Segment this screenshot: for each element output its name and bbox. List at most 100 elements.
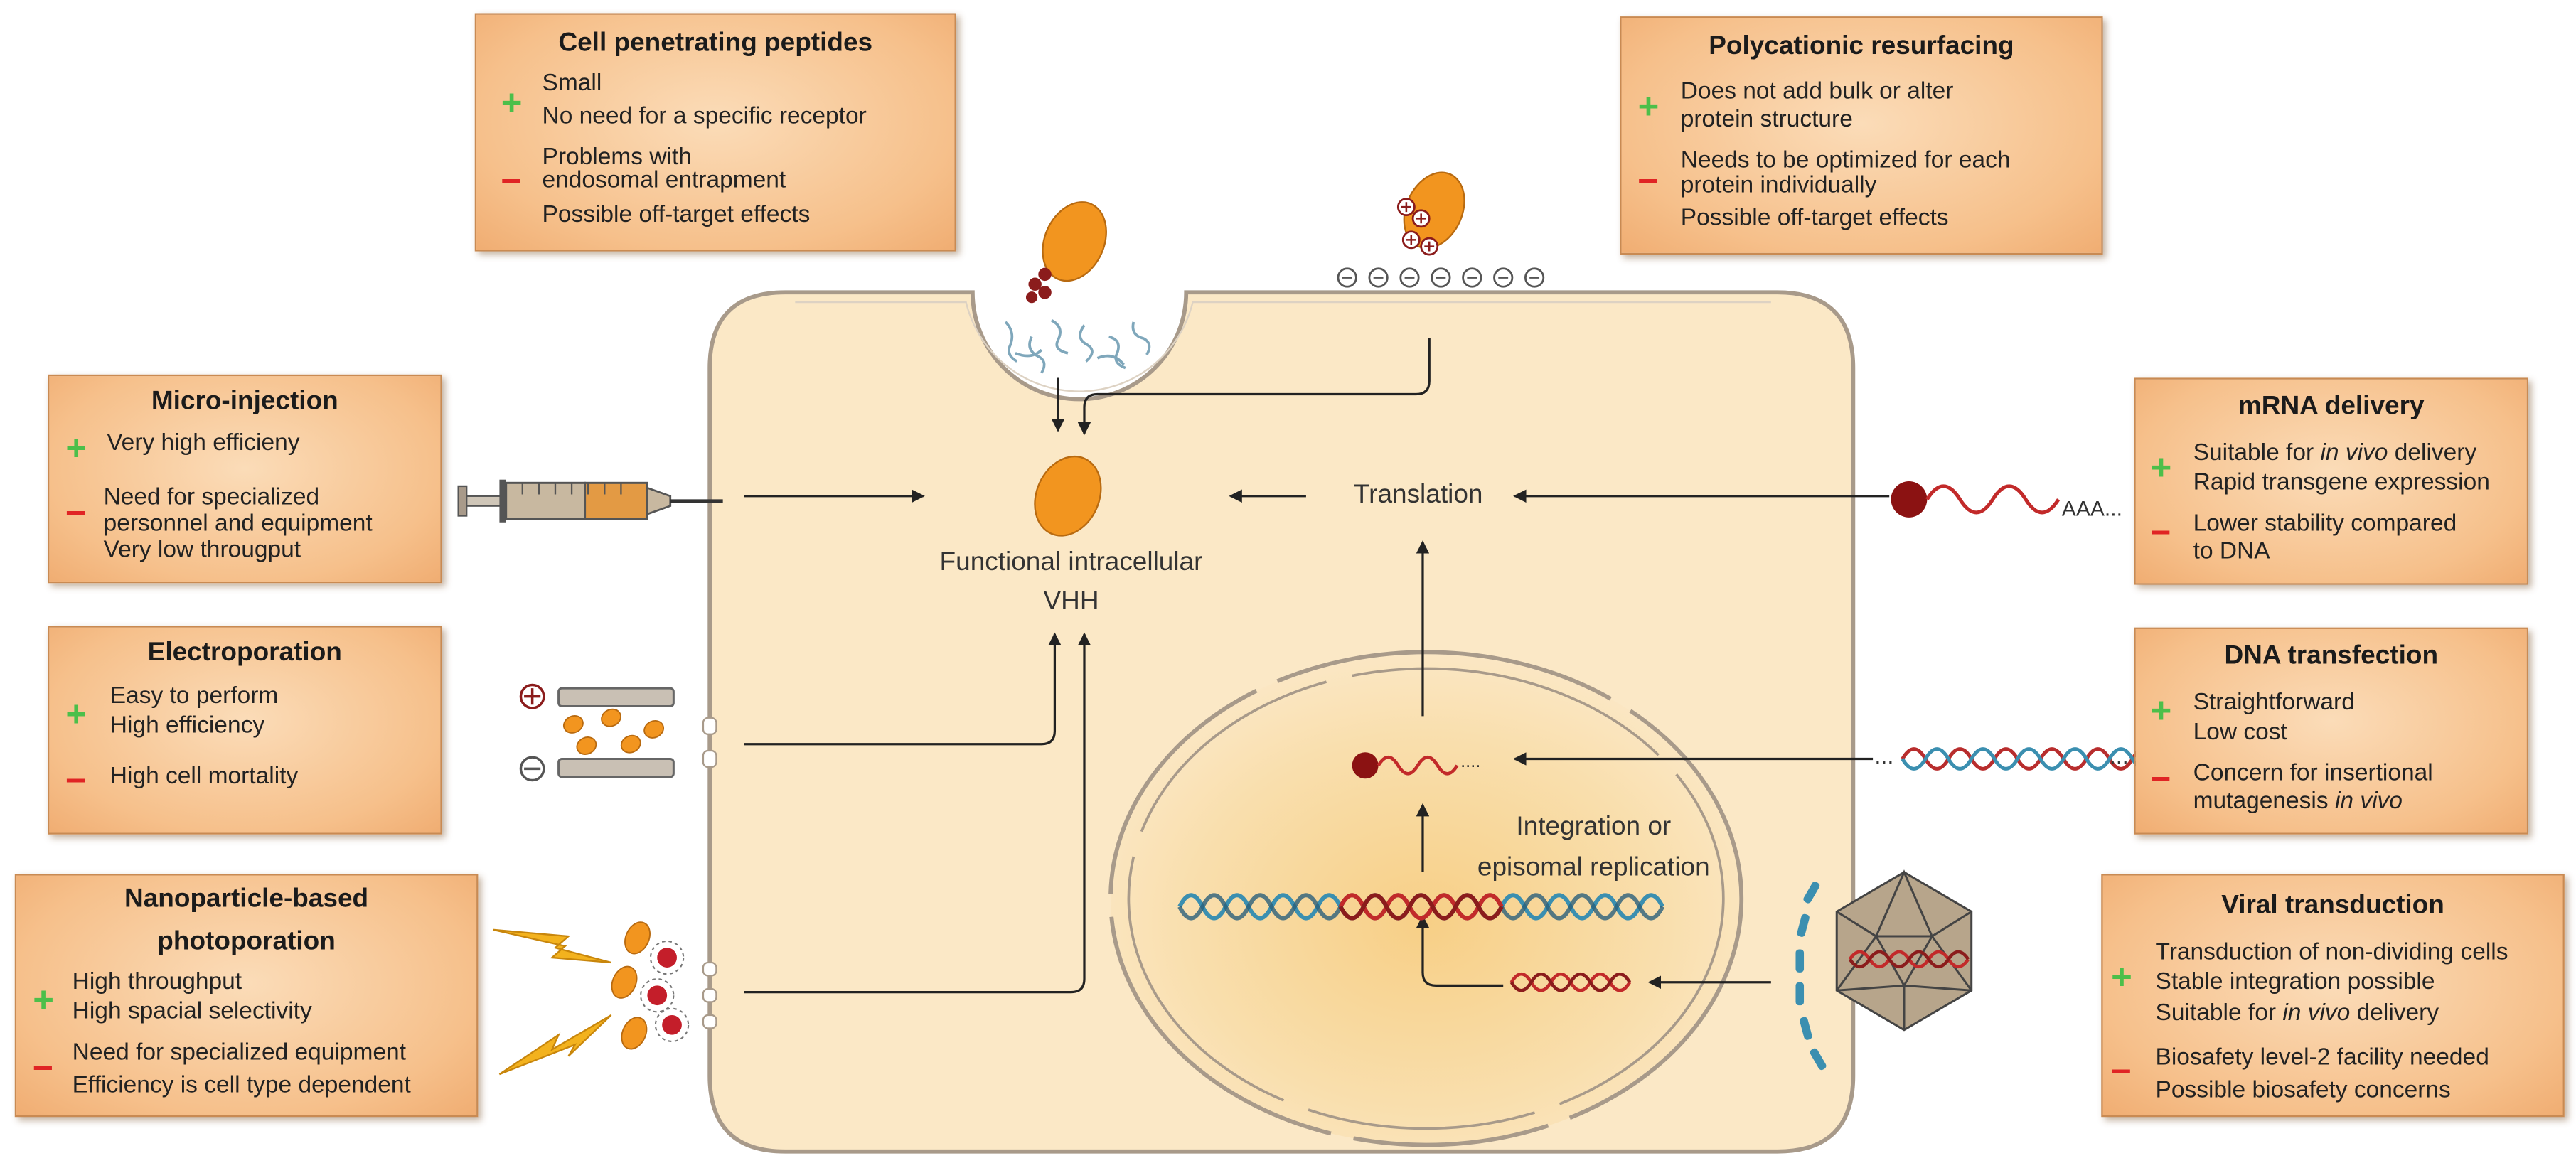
minus-sign-icon: – xyxy=(2150,509,2171,551)
lightning-bolt-icon xyxy=(492,928,612,1076)
minus-sign-icon: – xyxy=(1637,157,1658,199)
icosahedral-virus-icon xyxy=(1835,869,1973,1032)
minus-sign-icon: – xyxy=(2111,1048,2132,1089)
electro-con-1: High cell mortality xyxy=(109,764,299,791)
mrna-con-1: Lower stability compared xyxy=(2193,510,2457,537)
micro-con-1: Need for specialized xyxy=(103,484,320,511)
electro-title: Electroporation xyxy=(147,638,342,668)
viral-con-2: Possible biosafety concerns xyxy=(2155,1077,2451,1104)
resurf-pro-1: Does not add bulk or alter xyxy=(1680,78,1954,105)
plus-sign-icon: + xyxy=(65,427,87,468)
nano-pro-2: High spacial selectivity xyxy=(72,998,312,1025)
box-micro-injection: Micro-injection + Very high efficieny – … xyxy=(48,374,442,584)
cpp-title: Cell penetrating peptides xyxy=(558,29,873,58)
resurf-con-1: Needs to be optimized for each xyxy=(1680,147,2011,174)
plus-sign-icon: + xyxy=(501,82,523,124)
micro-pro-1: Very high efficieny xyxy=(107,430,300,457)
cpp-con-3: Possible off-target effects xyxy=(542,202,811,229)
micro-title: Micro-injection xyxy=(151,387,338,416)
membrane-pores xyxy=(702,717,717,1029)
electro-pro-2: High efficiency xyxy=(109,712,265,739)
viral-title: Viral transduction xyxy=(2221,891,2444,920)
nano-con-1: Need for specialized equipment xyxy=(72,1039,407,1066)
electrode-icon xyxy=(519,683,675,782)
mrna-strand xyxy=(1891,481,2061,518)
cpp-pro-2: No need for a specific receptor xyxy=(542,103,867,130)
plus-sign-icon: + xyxy=(2111,955,2132,997)
functional-vhh-label: Functional intracellular VHH xyxy=(907,544,1235,623)
resurf-con-2: protein individually xyxy=(1680,172,1877,199)
transcribed-rna xyxy=(1352,752,1459,779)
mrna-pro-1: Suitable for in vivo delivery xyxy=(2193,440,2477,468)
receptor-fibers xyxy=(1004,318,1151,374)
plus-sign-icon: + xyxy=(65,693,87,734)
viral-con-1: Biosafety level-2 facility needed xyxy=(2155,1044,2489,1071)
box-cell-penetrating-peptides: Cell penetrating peptides + Small No nee… xyxy=(474,13,956,252)
box-dna-transfection: DNA transfection + Straightforward Low c… xyxy=(2134,627,2529,835)
functional-vhh-line-2: VHH xyxy=(1043,588,1099,616)
viral-receptors xyxy=(1795,882,1827,1071)
peptide-chain xyxy=(1025,267,1052,304)
mrna-pro-1-tail: delivery xyxy=(2388,440,2477,467)
minus-sign-icon: – xyxy=(501,157,522,199)
dna-dots-left: ... xyxy=(1874,742,1894,769)
resurf-pro-2: protein structure xyxy=(1680,107,1853,134)
cpp-con-1: Problems with xyxy=(542,144,692,171)
box-nanoparticle-photoporation: Nanoparticle-based photoporation + High … xyxy=(14,874,479,1118)
plus-sign-icon: + xyxy=(33,979,54,1020)
minus-sign-icon: – xyxy=(2150,755,2171,797)
viral-dna xyxy=(1509,972,1632,992)
viral-pro-3: Suitable for in vivo delivery xyxy=(2156,1000,2439,1028)
electro-pro-1: Easy to perform xyxy=(109,683,279,710)
viral-pro-1: Transduction of non-dividing cells xyxy=(2155,939,2508,966)
resurf-title: Polycationic resurfacing xyxy=(1709,33,2014,61)
nano-title-2: photoporation xyxy=(157,928,336,956)
resurf-con-3: Possible off-target effects xyxy=(1680,205,1949,232)
box-viral-transduction: Viral transduction + Transduction of non… xyxy=(2101,874,2565,1118)
minus-sign-icon: – xyxy=(65,757,86,798)
micro-con-3: Very low througput xyxy=(103,537,301,564)
plasmid-dna xyxy=(1901,747,2181,771)
integration-line-2: episomal replication xyxy=(1477,854,1710,882)
genomic-dna xyxy=(1177,893,1665,921)
photoporation-particles xyxy=(611,921,690,1050)
mrna-pro-1-text: Suitable for xyxy=(2193,440,2321,467)
plus-sign-icon: + xyxy=(2150,446,2172,488)
viral-pro-3-text: Suitable for xyxy=(2155,1000,2283,1027)
mrna-pro-1-italic: in vivo xyxy=(2320,440,2388,467)
arrows xyxy=(744,338,1890,994)
minus-sign-icon: – xyxy=(65,489,86,531)
translation-label: Translation xyxy=(1353,481,1483,510)
dna-pro-2: Low cost xyxy=(2193,719,2287,746)
nano-title-1: Nanoparticle-based xyxy=(124,885,369,913)
dna-con-1: Concern for insertional xyxy=(2193,760,2433,787)
dna-pro-1: Straightforward xyxy=(2193,690,2355,717)
mrna-pro-2: Rapid transgene expression xyxy=(2193,469,2490,496)
mrna-title: mRNA delivery xyxy=(2238,392,2425,421)
nano-pro-1: High throughput xyxy=(72,969,242,996)
mrna-con-2: to DNA xyxy=(2193,538,2270,565)
rna-dots: .... xyxy=(1460,752,1481,772)
poly-a-tail-label: AAA... xyxy=(2061,495,2122,521)
syringe-icon xyxy=(457,479,723,523)
dna-dots-right: ... xyxy=(2109,742,2129,769)
plus-sign-icon: + xyxy=(2150,690,2172,732)
functional-vhh-protein xyxy=(1034,455,1102,537)
viral-pro-3-italic: in vivo xyxy=(2282,1000,2351,1027)
nano-con-2: Efficiency is cell type dependent xyxy=(72,1072,411,1099)
box-electroporation: Electroporation + Easy to perform High e… xyxy=(48,626,442,835)
plus-sign-icon: + xyxy=(1637,85,1660,127)
cpp-con-2: endosomal entrapment xyxy=(542,167,786,194)
cpp-protein xyxy=(1042,201,1107,282)
integration-label: Integration or episomal replication xyxy=(1445,807,1741,889)
minus-sign-icon: – xyxy=(33,1044,53,1086)
electroporation-proteins xyxy=(562,708,665,755)
box-mrna-delivery: mRNA delivery + Suitable for in vivo del… xyxy=(2134,377,2529,585)
integration-line-1: Integration or xyxy=(1516,813,1672,842)
micro-con-2: personnel and equipment xyxy=(103,510,373,537)
dna-con-2-italic: in vivo xyxy=(2334,788,2403,815)
dna-title: DNA transfection xyxy=(2224,642,2439,670)
functional-vhh-line-1: Functional intracellular xyxy=(939,548,1203,577)
dna-con-2-text: mutagenesis xyxy=(2193,788,2335,815)
